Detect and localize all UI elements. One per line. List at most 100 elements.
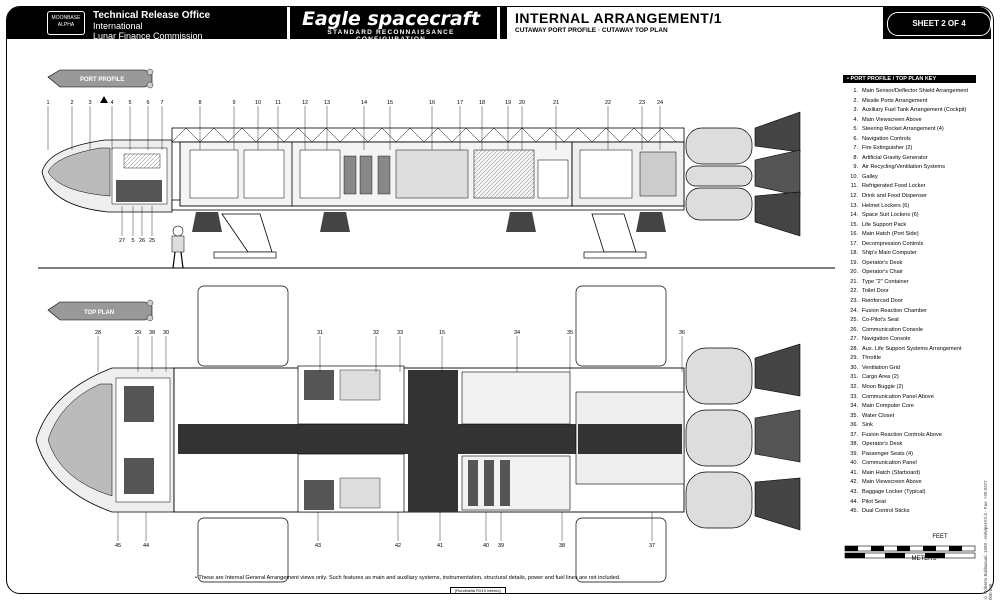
key-item-label: Missile Ports Arrangement <box>862 97 928 104</box>
key-item: 30.Ventilation Grid <box>843 364 976 374</box>
arrangement-subtitle: CUTAWAY PORT PROFILE · CUTAWAY TOP PLAN <box>515 27 668 34</box>
key-item: 26.Communication Console <box>843 326 976 336</box>
key-item-number: 4. <box>853 116 858 123</box>
drawing-key: • PORT PROFILE / TOP PLAN KEY 1. Main Sen… <box>843 75 976 517</box>
key-item-number: 15. <box>850 221 858 228</box>
key-item-label: Communication Panel <box>862 460 917 467</box>
key-item-number: 19. <box>850 259 858 266</box>
key-item-label: Moon Buggie (2) <box>862 383 904 390</box>
top-plan-view <box>35 285 801 583</box>
key-item: 25. Co-Pilot's Seat <box>843 316 976 326</box>
key-item-label: Operator's Desk <box>862 259 903 266</box>
key-item-number: 18. <box>850 250 858 257</box>
callout-number: 7 <box>160 100 163 106</box>
callout-number: 21 <box>553 100 559 106</box>
key-item: 35.Water Closet <box>843 412 976 422</box>
footer-tag: [Rondinella RX10 interno] <box>450 587 506 594</box>
callout-number: 5 <box>128 100 131 106</box>
key-item-label: Co-Pilot's Seat <box>862 317 899 324</box>
callout-number: 37 <box>649 543 655 549</box>
callout-number: 36 <box>679 330 685 336</box>
key-item-label: Toilet Door <box>862 288 889 295</box>
callout-number: 20 <box>519 100 525 106</box>
key-item-number: 14. <box>850 212 858 219</box>
key-item: 38.Operator's Desk <box>843 440 976 450</box>
key-item-number: 41. <box>850 469 858 476</box>
key-item-number: 3. <box>853 107 858 114</box>
callout-number: 43 <box>315 543 321 549</box>
callout-number: 25 <box>149 238 155 244</box>
key-item-number: 38. <box>850 441 858 448</box>
key-item: 12. Drink and Food Dispenser <box>843 192 976 202</box>
key-item-label: Operator's Chair <box>862 269 903 276</box>
callout-number: 35 <box>567 330 573 336</box>
key-item-label: Air Recycling/Ventilation Systems <box>862 164 946 171</box>
key-item-label: Decompression Controls <box>862 240 924 247</box>
key-item: 40. Communication Panel <box>843 459 976 469</box>
key-item-label: Passenger Seats (4) <box>862 450 913 457</box>
key-item-number: 20. <box>850 269 858 276</box>
key-item-number: 1. <box>853 88 858 94</box>
key-item: 7.Fire Extinguisher (2) <box>843 144 976 154</box>
port-profile-icon: PORT PROFILE <box>47 68 154 103</box>
key-item-number: 32. <box>850 383 858 390</box>
callout-number: 31 <box>317 330 323 336</box>
key-item-number: 37. <box>850 431 858 438</box>
callout-number: 3 <box>88 100 91 106</box>
callout-number: 30 <box>163 330 169 336</box>
drawing-subtitle: STANDARD RECONNAISSANCE CONFIGURATION <box>327 29 455 43</box>
callout-number: 15 <box>387 100 393 106</box>
key-item-number: 13. <box>850 202 858 209</box>
key-item-number: 6. <box>853 135 858 142</box>
key-item: 37.Fusion Reaction Controls Above <box>843 431 976 441</box>
key-item-label: Drink and Food Dispenser <box>862 193 927 200</box>
key-item: 43.Baggage Locker (Typical) <box>843 488 976 498</box>
key-item-number: 24. <box>850 307 858 314</box>
key-item: 20. Operator's Chair <box>843 268 976 278</box>
callout-number: 8 <box>198 100 201 106</box>
callout-number: 10 <box>255 100 261 106</box>
key-item-number: 2. <box>853 97 858 104</box>
key-item-label: Communication Panel Above <box>862 393 934 400</box>
arrangement-title: INTERNAL ARRANGEMENT/1 <box>515 10 723 26</box>
key-item-label: Ship's Main Computer <box>862 250 917 257</box>
key-item: 16.Main Hatch (Port Side) <box>843 230 976 240</box>
callout-number: 13 <box>324 100 330 106</box>
key-item-number: 36. <box>850 422 858 429</box>
key-item: 18. Ship's Main Computer <box>843 249 976 259</box>
key-item: 9.Air Recycling/Ventilation Systems <box>843 163 976 173</box>
callout-number: 11 <box>275 100 281 106</box>
key-item-number: 17. <box>850 240 858 247</box>
key-item-label: Auxiliary Fuel Tank Arrangement (Cockpit… <box>862 107 967 114</box>
drawing-title: Eagle spacecraft <box>301 8 481 30</box>
port-profile-label: PORT PROFILE <box>80 77 124 83</box>
callout-number: 26 <box>139 238 145 244</box>
callout-number: 28 <box>95 330 101 336</box>
key-item: 44.Pilot Seat <box>843 498 976 508</box>
key-item-number: 25. <box>850 317 858 324</box>
key-item-label: Life Support Pack <box>862 221 907 228</box>
callout-number: 22 <box>605 100 611 106</box>
callout-number: 41 <box>437 543 443 549</box>
key-item-number: 11. <box>850 183 858 190</box>
org-line-3: Lunar Finance Commission <box>93 31 203 41</box>
key-item-label: Baggage Locker (Typical) <box>862 488 926 495</box>
key-heading: • PORT PROFILE / TOP PLAN KEY <box>843 75 976 83</box>
callout-number: 45 <box>115 543 121 549</box>
key-item: 14.Space Suit Lockers (6) <box>843 211 976 221</box>
top-plan-label: TOP PLAN <box>84 310 114 316</box>
key-item-number: 40. <box>850 460 858 467</box>
callout-number: 39 <box>498 543 504 549</box>
org-line-2: International <box>93 21 143 31</box>
key-item-label: Main Sensor/Deflector Shield Arrangement <box>862 88 969 94</box>
key-item-label: Water Closet <box>862 412 895 419</box>
key-item-number: 12. <box>850 193 858 200</box>
key-item-label: Type "2" Container <box>862 278 909 285</box>
key-item-label: Cargo Area (2) <box>862 374 899 381</box>
callout-number: 40 <box>483 543 489 549</box>
key-item-number: 10. <box>850 173 858 180</box>
org-line-1: Technical Release Office <box>93 10 211 21</box>
key-item: 33.Communication Panel Above <box>843 393 976 403</box>
